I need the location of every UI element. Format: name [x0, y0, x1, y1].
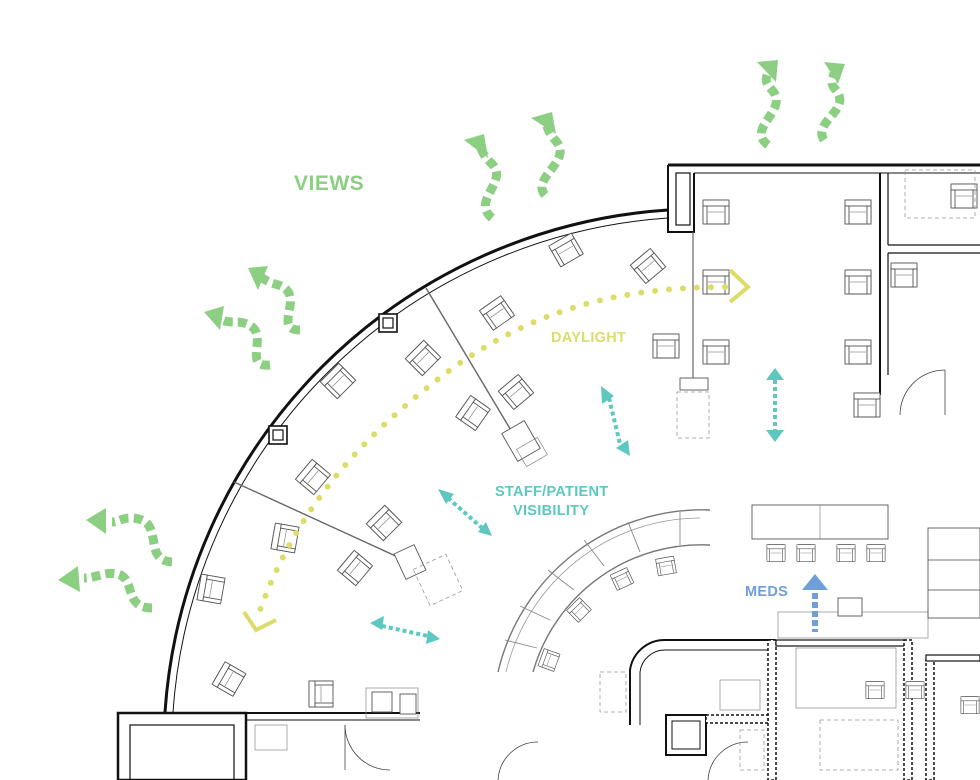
squiggly-arrow-icon: [248, 266, 301, 335]
double-headed-dotted-arrow-icon: [370, 616, 440, 644]
squiggly-arrow-icon: [86, 508, 173, 567]
double-headed-dotted-arrow-icon: [601, 386, 630, 456]
building-walls: [116, 163, 980, 780]
daylight-label: DAYLIGHT: [551, 330, 626, 346]
visibility-label-line1: STAFF/PATIENT: [495, 484, 608, 500]
visibility-arrows: [370, 368, 784, 644]
squiggly-arrow-icon: [817, 62, 845, 143]
double-headed-dotted-arrow-icon: [438, 489, 492, 536]
visibility-label-line2: VISIBILITY: [513, 503, 589, 519]
meds-label: MEDS: [745, 584, 788, 600]
double-headed-dotted-arrow-icon: [766, 368, 784, 442]
workstations: [254, 169, 976, 751]
views-label: VIEWS: [294, 172, 364, 195]
nurse-station: [497, 504, 929, 673]
views-arrows: [58, 60, 845, 613]
med-room-walls: [497, 527, 980, 780]
column-icon: [378, 313, 398, 333]
up-arrow-icon: [802, 574, 828, 632]
squiggly-arrow-icon: [531, 112, 565, 198]
squiggly-arrow-icon: [204, 306, 271, 370]
column-icon: [268, 425, 288, 445]
dotted-curve-arrow-icon: [242, 268, 752, 633]
squiggly-arrow-icon: [58, 566, 153, 613]
patient-chairs: [196, 183, 978, 708]
squiggly-arrow-icon: [756, 60, 781, 149]
squiggly-arrow-icon: [464, 134, 501, 222]
